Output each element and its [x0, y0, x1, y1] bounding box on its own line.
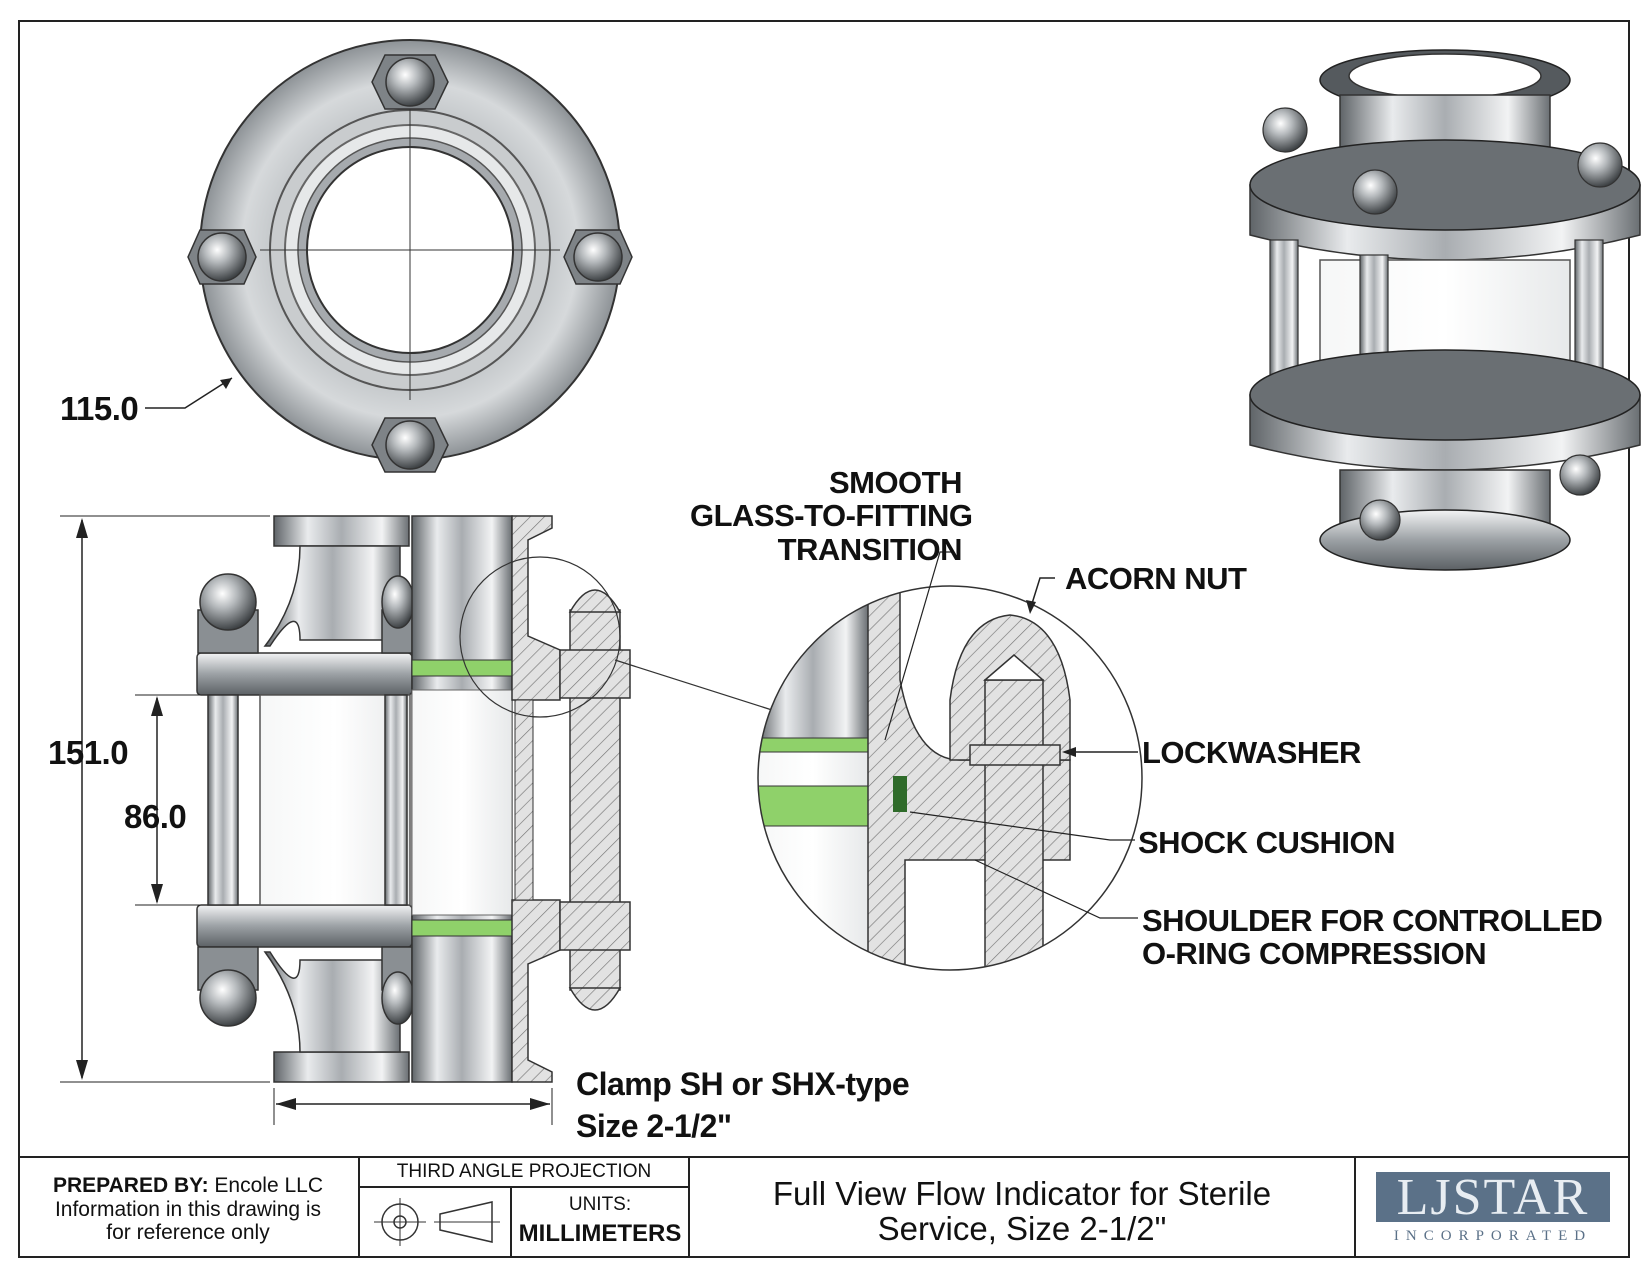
prepared-by-cell: PREPARED BY: Encole LLC Information in t… — [18, 1158, 360, 1258]
prepared-by-value: Encole LLC — [214, 1174, 323, 1197]
acorn-nut-icon — [371, 417, 449, 473]
technical-drawing — [60, 39, 1641, 1125]
title-block: PREPARED BY: Encole LLC Information in t… — [18, 1156, 1630, 1258]
section-view — [60, 515, 773, 1125]
callout-shock-cushion: SHOCK CUSHION — [1138, 825, 1396, 860]
dim-overall-height: 151.0 — [48, 734, 129, 771]
projection-cell: THIRD ANGLE PROJECTION UNITS: MILLIMETER… — [360, 1158, 690, 1258]
callout-line: Size 2-1/2" — [576, 1107, 732, 1144]
acorn-nut-icon — [563, 229, 633, 285]
disclaimer-line: for reference only — [106, 1221, 270, 1245]
third-angle-projection-icon — [360, 1186, 512, 1258]
callout-lockwasher: LOCKWASHER — [1142, 735, 1361, 770]
isometric-view — [1249, 49, 1641, 571]
units-cell: UNITS: MILLIMETERS — [510, 1186, 690, 1258]
callout-line: TRANSITION — [777, 531, 963, 567]
callout-smooth-transition: SMOOTH GLASS-TO-FITTING TRANSITION — [690, 465, 973, 567]
detail-view — [757, 551, 1143, 971]
acorn-nut-icon — [371, 54, 449, 110]
drawing-frame — [18, 20, 1630, 1258]
prepared-by-label: PREPARED BY: — [53, 1174, 209, 1197]
callout-line: SMOOTH — [828, 465, 963, 500]
title-line: Service, Size 2-1/2" — [877, 1210, 1167, 1248]
callout-line: Clamp SH or SHX-type — [576, 1066, 910, 1102]
callout-line: O-RING COMPRESSION — [1142, 936, 1487, 972]
logo-subtitle: INCORPORATED — [1393, 1228, 1593, 1244]
company-logo: LJSTAR INCORPORATED — [1356, 1158, 1630, 1258]
callout-shoulder: SHOULDER FOR CONTROLLED O-RING COMPRESSI… — [1142, 903, 1603, 972]
disclaimer-line: Information in this drawing is — [54, 1197, 322, 1221]
drawing-title: Full View Flow Indicator for Sterile Ser… — [690, 1158, 1356, 1258]
units-label: UNITS: — [568, 1194, 632, 1215]
callout-acorn-nut: ACORN NUT — [1065, 561, 1247, 596]
top-view — [145, 39, 633, 473]
dim-glass-length: 86.0 — [124, 798, 187, 835]
acorn-nut-icon — [187, 229, 257, 285]
callout-clamp: Clamp SH or SHX-type Size 2-1/2" — [576, 1064, 910, 1147]
callout-line: SHOULDER FOR CONTROLLED — [1142, 903, 1603, 938]
callout-line: GLASS-TO-FITTING — [690, 498, 973, 534]
logo-wordmark: LJSTAR — [1376, 1172, 1610, 1224]
prepared-by: PREPARED BY: Encole LLC — [18, 1174, 358, 1198]
units-value: MILLIMETERS — [518, 1220, 682, 1247]
projection-label: THIRD ANGLE PROJECTION — [360, 1158, 688, 1188]
dim-flange-diameter: 115.0 — [60, 390, 139, 427]
title-line: Full View Flow Indicator for Sterile — [772, 1175, 1272, 1212]
